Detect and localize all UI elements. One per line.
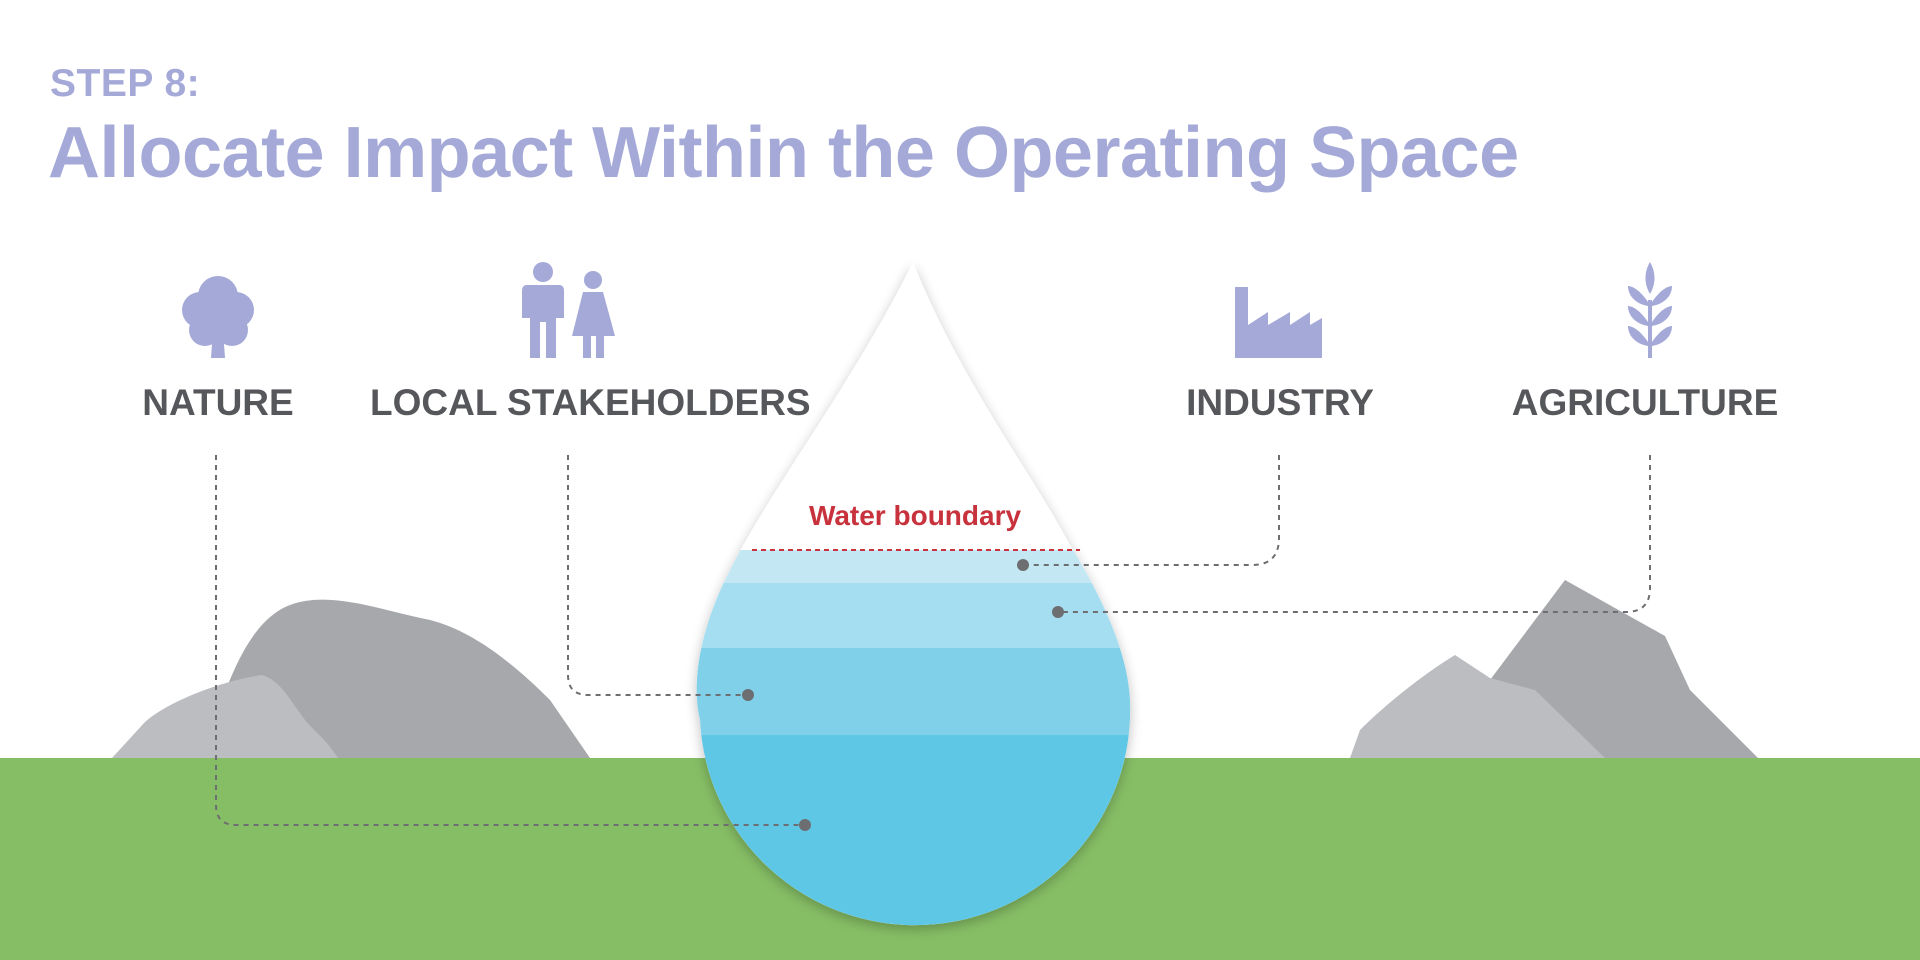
water-layer-agriculture bbox=[650, 583, 1200, 648]
step-number: STEP 8: bbox=[50, 62, 200, 106]
label-agriculture: AGRICULTURE bbox=[1500, 382, 1790, 432]
label-industry: INDUSTRY bbox=[1160, 382, 1400, 432]
water-layer-industry bbox=[650, 550, 1200, 583]
connector-dot-agriculture bbox=[1052, 606, 1064, 618]
factory-icon bbox=[1235, 287, 1322, 358]
label-local-stakeholders: LOCAL STAKEHOLDERS bbox=[370, 382, 770, 432]
wheat-icon bbox=[1628, 262, 1672, 358]
water-layer-local-stakeholders bbox=[650, 648, 1200, 735]
page-title: Allocate Impact Within the Operating Spa… bbox=[48, 112, 1519, 194]
label-nature: NATURE bbox=[118, 382, 318, 432]
people-icon bbox=[522, 262, 615, 358]
tree-icon bbox=[182, 276, 254, 358]
water-boundary-label: Water boundary bbox=[780, 500, 1050, 532]
connector-dot-industry bbox=[1017, 559, 1029, 571]
connector-dot-nature bbox=[799, 819, 811, 831]
connector-dot-local-stakeholders bbox=[742, 689, 754, 701]
